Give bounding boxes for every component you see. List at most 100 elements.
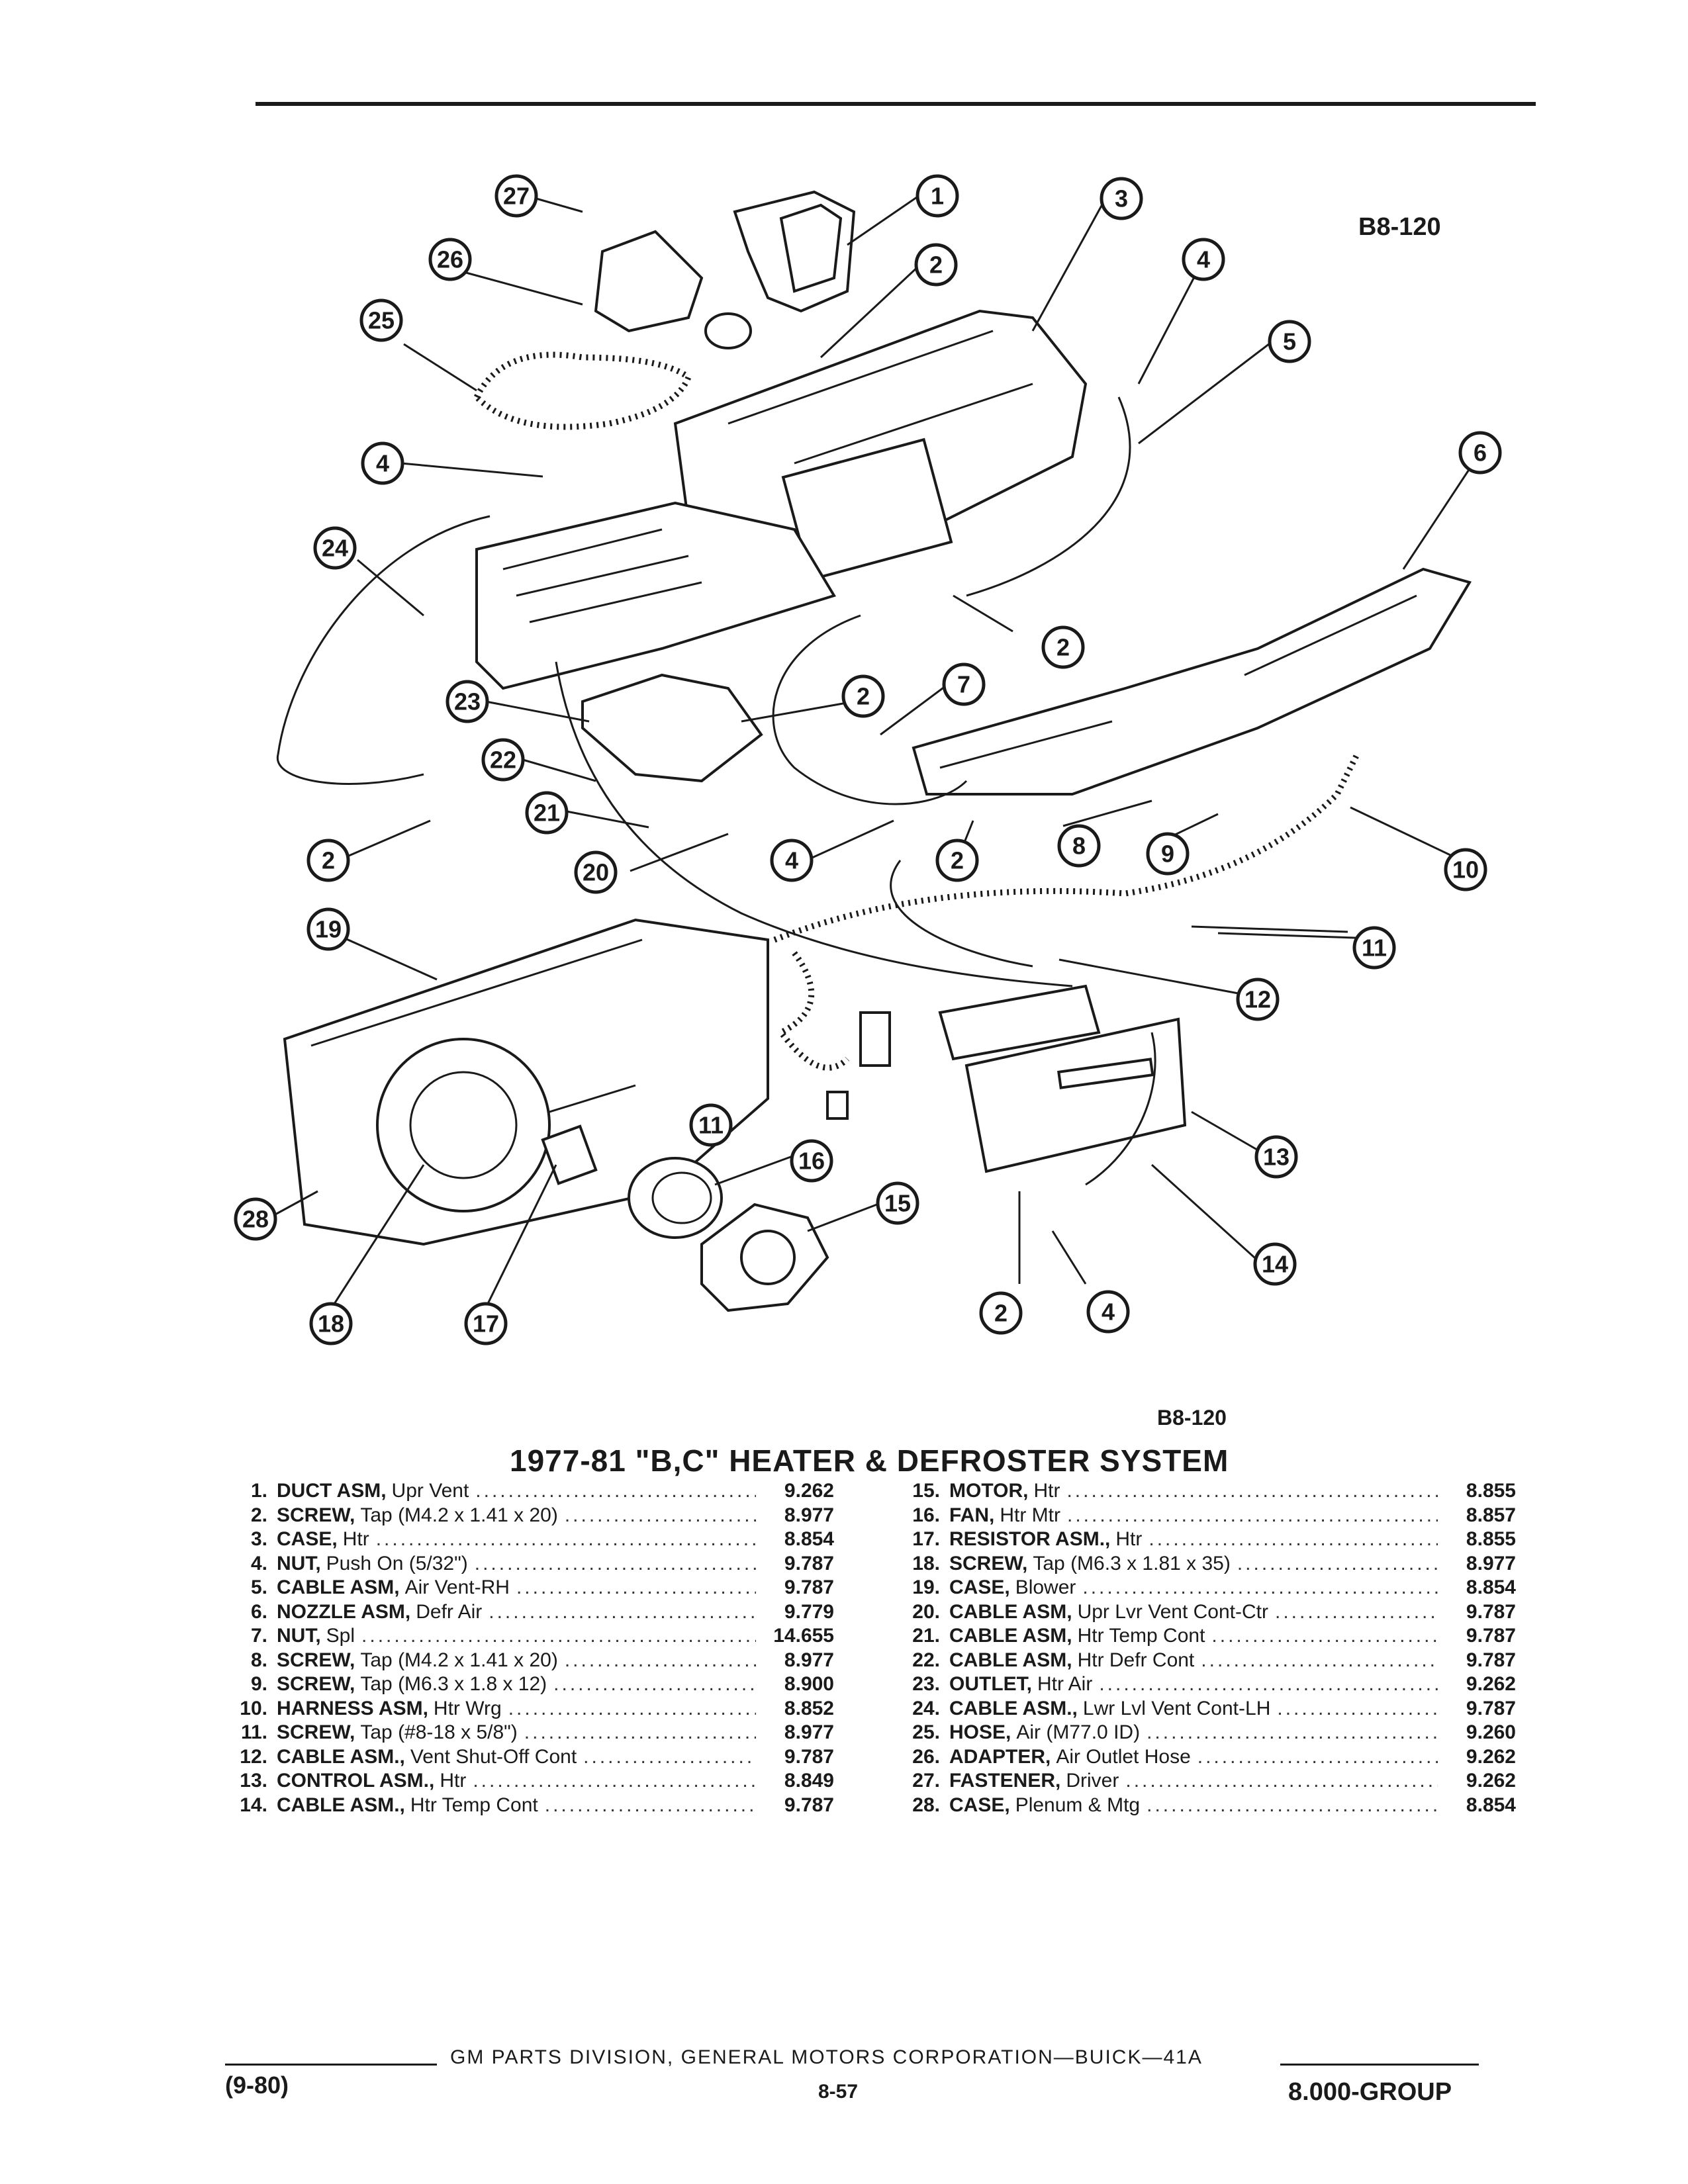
- part-name: CABLE ASM,: [277, 1576, 400, 1598]
- part-number: 27.: [912, 1770, 940, 1792]
- footer-publisher: GM PARTS DIVISION, GENERAL MOTORS CORPOR…: [450, 2046, 1203, 2068]
- callout-18: 18: [309, 1302, 353, 1345]
- part-number: 14.: [240, 1794, 267, 1816]
- footer-rule-right: [1280, 2064, 1479, 2066]
- callout-14: 14: [1253, 1242, 1297, 1286]
- part-number: 2.: [250, 1504, 267, 1526]
- callout-1: 1: [915, 174, 959, 218]
- leader-dots: [1201, 1649, 1438, 1672]
- svg-text:2: 2: [951, 847, 964, 874]
- part-name: NUT,: [277, 1552, 321, 1574]
- svg-text:2: 2: [322, 847, 335, 874]
- part-number: 22.: [912, 1649, 940, 1671]
- part-number: 12.: [240, 1745, 267, 1768]
- part-description: Htr Air: [1037, 1673, 1093, 1695]
- part-name: RESISTOR ASM.,: [949, 1528, 1111, 1550]
- parts-list-row: 10.HARNESS ASM,Htr Wrg8.852: [225, 1698, 834, 1722]
- part-name: SCREW,: [277, 1649, 355, 1671]
- svg-text:4: 4: [376, 450, 389, 477]
- part-description: Htr: [342, 1528, 369, 1550]
- part-name: NUT,: [277, 1625, 321, 1647]
- part-group-number: 8.854: [1466, 1794, 1516, 1816]
- part-description: Upr Vent: [391, 1480, 469, 1502]
- part-group-number: 8.855: [1466, 1480, 1516, 1502]
- part-group-number: 8.977: [784, 1504, 834, 1526]
- part-group-number: 9.787: [1466, 1697, 1516, 1719]
- leader-dots: [508, 1698, 756, 1720]
- parts-list-row: 6.NOZZLE ASM,Defr Air9.779: [225, 1601, 834, 1625]
- exploded-view-diagram: 1 2 3 4 5 6 7 8 9 10 11 11 12 13 14 15 1…: [234, 174, 1502, 1345]
- callout-24: 24: [313, 526, 357, 570]
- svg-text:4: 4: [1197, 246, 1210, 273]
- parts-list-row: 12.CABLE ASM.,Vent Shut-Off Cont9.787: [225, 1746, 834, 1770]
- part-group-number: 8.849: [784, 1770, 834, 1792]
- part-number: 6.: [250, 1600, 267, 1623]
- part-number: 17.: [912, 1528, 940, 1550]
- part-description: Spl: [326, 1625, 355, 1647]
- part-name: CABLE ASM.,: [949, 1697, 1078, 1719]
- part-name: NOZZLE ASM,: [277, 1600, 411, 1623]
- parts-list-row: 20.CABLE ASM,Upr Lvr Vent Cont-Ctr9.787: [898, 1601, 1516, 1625]
- part-number: 11.: [240, 1721, 267, 1743]
- callout-11: 11: [689, 1103, 733, 1147]
- svg-text:6: 6: [1474, 439, 1487, 467]
- leader-dots: [583, 1746, 756, 1768]
- part-name: HARNESS ASM,: [277, 1697, 428, 1719]
- svg-text:18: 18: [318, 1310, 344, 1338]
- part-number: 24.: [912, 1697, 940, 1719]
- parts-list-row: 16.FAN,Htr Mtr8.857: [898, 1504, 1516, 1529]
- parts-list-row: 23.OUTLET,Htr Air9.262: [898, 1673, 1516, 1698]
- part-description: Htr Wrg: [433, 1697, 502, 1719]
- parts-list-row: 24.CABLE ASM.,Lwr Lvl Vent Cont-LH9.787: [898, 1698, 1516, 1722]
- part-description: Air Vent-RH: [404, 1576, 510, 1598]
- part-description: Htr: [1033, 1480, 1060, 1502]
- part-group-number: 9.787: [1466, 1625, 1516, 1647]
- part-number: 3.: [250, 1528, 267, 1550]
- leader-dots: [1082, 1576, 1438, 1599]
- leader-dots: [1067, 1504, 1438, 1527]
- svg-text:3: 3: [1115, 185, 1128, 212]
- part-name: SCREW,: [949, 1552, 1028, 1574]
- svg-text:14: 14: [1262, 1251, 1288, 1278]
- part-description: Htr Temp Cont: [410, 1794, 538, 1816]
- svg-text:4: 4: [785, 847, 798, 874]
- leader-dots: [1147, 1794, 1438, 1817]
- svg-text:5: 5: [1283, 328, 1296, 355]
- part-number: 28.: [912, 1794, 940, 1816]
- svg-text:22: 22: [490, 747, 516, 774]
- part-name: CABLE ASM.,: [277, 1745, 405, 1768]
- leader-dots: [1277, 1698, 1438, 1720]
- part-name: CASE,: [277, 1528, 338, 1550]
- part-name: CASE,: [949, 1794, 1010, 1816]
- svg-text:26: 26: [437, 246, 463, 273]
- svg-text:1: 1: [931, 183, 944, 210]
- callout-4: 4: [361, 441, 404, 485]
- part-description: Htr Temp Cont: [1077, 1625, 1205, 1647]
- part-number: 5.: [250, 1576, 267, 1598]
- callout-9: 9: [1146, 832, 1190, 876]
- parts-list-row: 21.CABLE ASM,Htr Temp Cont9.787: [898, 1625, 1516, 1649]
- part-name: CASE,: [949, 1576, 1010, 1598]
- part-number: 18.: [912, 1552, 940, 1574]
- part-name: FAN,: [949, 1504, 995, 1526]
- part-name: SCREW,: [277, 1504, 355, 1526]
- svg-text:21: 21: [534, 799, 560, 827]
- part-group-number: 9.787: [784, 1576, 834, 1598]
- callout-6: 6: [1458, 431, 1502, 475]
- parts-list-row: 25.HOSE,Air (M77.0 ID)9.260: [898, 1721, 1516, 1746]
- leader-dots: [475, 1480, 756, 1502]
- part-name: CABLE ASM,: [949, 1600, 1072, 1623]
- callout-2: 2: [935, 839, 979, 882]
- footer-group: 8.000-GROUP: [1288, 2078, 1452, 2106]
- leader-dots: [565, 1504, 756, 1527]
- part-name: CABLE ASM,: [949, 1649, 1072, 1671]
- part-description: Tap (M4.2 x 1.41 x 20): [360, 1649, 558, 1671]
- part-number: 4.: [250, 1552, 267, 1574]
- svg-text:15: 15: [884, 1190, 911, 1217]
- part-group-number: 9.787: [784, 1552, 834, 1574]
- callout-4: 4: [1086, 1290, 1130, 1334]
- svg-text:2: 2: [857, 683, 870, 710]
- part-number: 7.: [250, 1625, 267, 1647]
